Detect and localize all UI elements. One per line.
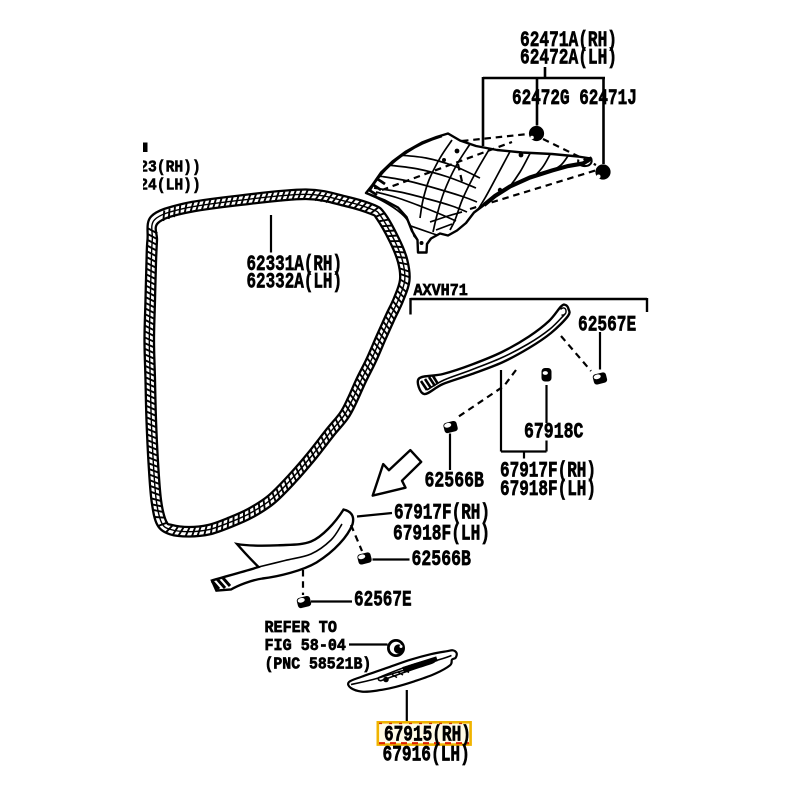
- svg-text:67917F(RH): 67917F(RH): [394, 500, 490, 526]
- svg-text:67918F(LH): 67918F(LH): [393, 521, 490, 547]
- svg-text:(PNC 58521B): (PNC 58521B): [265, 656, 372, 675]
- svg-text:62472A(LH): 62472A(LH): [520, 45, 617, 71]
- svg-text:62566B: 62566B: [425, 468, 484, 494]
- svg-text:23(RH)): 23(RH)): [139, 159, 201, 178]
- svg-text:67918C: 67918C: [524, 419, 583, 445]
- svg-text:62567E: 62567E: [578, 312, 636, 338]
- svg-text:62472G 62471J: 62472G 62471J: [512, 85, 637, 111]
- svg-text:67917F(RH): 67917F(RH): [500, 458, 596, 484]
- svg-text:REFER TO: REFER TO: [265, 619, 337, 638]
- svg-text:62332A(LH): 62332A(LH): [247, 269, 343, 295]
- svg-text:AXVH71: AXVH71: [414, 282, 468, 301]
- svg-text:62331A(RH): 62331A(RH): [247, 251, 343, 277]
- svg-text:FIG 58-04: FIG 58-04: [265, 637, 347, 656]
- svg-text:62471A(RH): 62471A(RH): [520, 27, 617, 53]
- svg-text:67918F(LH): 67918F(LH): [500, 476, 596, 502]
- svg-text:67915(RH): 67915(RH): [384, 722, 471, 748]
- svg-text:62567E: 62567E: [354, 587, 412, 613]
- svg-text:62566B: 62566B: [412, 546, 471, 572]
- svg-text:24(LH)): 24(LH)): [139, 177, 201, 196]
- svg-text:67916(LH): 67916(LH): [383, 742, 470, 768]
